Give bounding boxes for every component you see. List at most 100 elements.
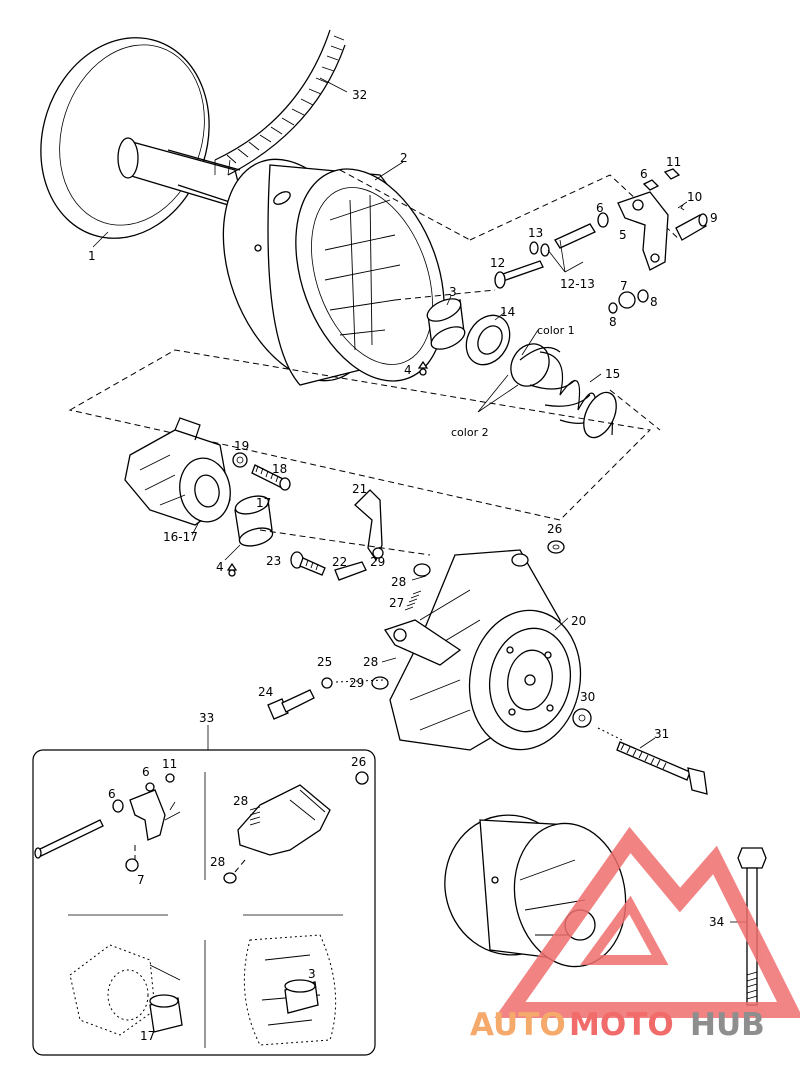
callout-27: 27: [389, 596, 404, 610]
inset-callout-6-top: 6: [142, 765, 150, 779]
callout-6-upper: 6: [596, 201, 604, 215]
part-1-fixed-sheave: [40, 37, 260, 239]
inset-callout-28-upper: 28: [233, 794, 248, 808]
bolt-24-axis: [335, 679, 385, 683]
callout-23: 23: [266, 554, 281, 568]
part-19-washer: [232, 452, 248, 468]
inset-sheave-bushing: [243, 934, 337, 1046]
callout-31: 31: [654, 727, 669, 741]
part-25-washer: [321, 677, 333, 689]
part-23-bolt: [290, 551, 326, 576]
callout-13: 13: [528, 226, 543, 240]
part-13-washer: [529, 241, 550, 257]
dashed-frame-middle: [68, 349, 652, 521]
callout-7: 7: [620, 279, 628, 293]
part-30-washer: [572, 708, 592, 728]
part-22-pin: [334, 561, 367, 581]
part-26-washer: [547, 540, 565, 554]
part-17-bushing: [234, 495, 274, 547]
inset-callout-11: 11: [162, 757, 177, 771]
part-20-slider-arm: [383, 619, 462, 666]
leader-lines-middle: [191, 519, 656, 749]
part-16-spider: [124, 417, 231, 526]
callout-3: 3: [449, 285, 457, 299]
inset-callout-28-lower: 28: [210, 855, 225, 869]
inset-callout-26: 26: [351, 755, 366, 769]
part-2-movable-sheave: [222, 158, 496, 386]
part-12-bolt: [494, 260, 544, 289]
part-27-spring: [404, 590, 422, 611]
callout-28-upper: 28: [391, 575, 406, 589]
callout-26: 26: [547, 522, 562, 536]
inset-bracket: [223, 771, 369, 884]
callout-15: 15: [605, 367, 620, 381]
watermark-text: AUTO MOTO HUB: [470, 1007, 765, 1043]
part-5-roller-arm: [617, 191, 669, 271]
callout-color-2: color 2: [451, 426, 489, 439]
inset-arm-assembly: [34, 773, 181, 872]
inset-callout-3: 3: [308, 967, 316, 981]
callout-12-13: 12-13: [560, 277, 595, 291]
part-14-seal-ring: [465, 314, 511, 366]
part-32-drive-belt: [214, 29, 346, 176]
callout-25: 25: [317, 655, 332, 669]
callout-22: 22: [332, 555, 347, 569]
inset-spider-assembly: [69, 944, 183, 1036]
watermark-auto: AUTO: [470, 1007, 566, 1043]
callout-2: 2: [400, 151, 408, 165]
callout-32: 32: [352, 88, 367, 102]
callout-10: 10: [687, 190, 702, 204]
callout-4-lower: 4: [216, 560, 224, 574]
callout-6-top: 6: [640, 167, 648, 181]
part-15-spring: [510, 343, 617, 439]
part-3-bushing: [426, 298, 466, 350]
callout-30: 30: [580, 690, 595, 704]
callout-14: 14: [500, 305, 515, 319]
callout-20: 20: [571, 614, 586, 628]
callout-5: 5: [619, 228, 627, 242]
watermark-moto: MOTO: [569, 1007, 674, 1043]
dashed-link-17: [259, 529, 431, 556]
callout-11: 11: [666, 155, 681, 169]
part-10-circlip: [680, 204, 685, 211]
callout-labels: 1 32 2 3 4 14 15 color 1 color 2 12 13 1…: [88, 88, 724, 929]
callout-color-1: color 1: [537, 324, 575, 337]
callout-34: 34: [709, 915, 724, 929]
part-20-sheave-housing: [389, 549, 582, 751]
inset-labels: 6 6 11 7 26 28 28 17 3: [108, 755, 366, 1043]
part-9-roller-pin: [675, 213, 708, 241]
callout-12: 12: [490, 256, 505, 270]
callout-24: 24: [258, 685, 273, 699]
callout-29-lower: 29: [349, 676, 364, 690]
watermark-logo: [494, 826, 800, 1018]
part-31-bolt: [616, 741, 708, 795]
callout-29-upper: 29: [370, 555, 385, 569]
watermark-hub: HUB: [690, 1007, 765, 1043]
callout-18: 18: [272, 462, 287, 476]
part-6-washer: [597, 212, 609, 228]
callout-28-lower: 28: [363, 655, 378, 669]
callout-19: 19: [234, 439, 249, 453]
part-4-grease-nipple: [417, 360, 429, 376]
inset-panel-33: [32, 725, 376, 1056]
callout-8-right: 8: [650, 295, 658, 309]
callout-17: 17: [256, 496, 271, 510]
dashed-frame-top: [469, 174, 681, 241]
callout-21: 21: [352, 482, 367, 496]
part-6-11-nut: [642, 168, 681, 191]
callout-9: 9: [710, 211, 718, 225]
part-24-bolt: [267, 689, 315, 720]
leader-lines-upper: [92, 77, 688, 413]
part-18-screw: [251, 464, 291, 491]
dashed-frame-right: [609, 389, 661, 431]
part-12-13-pin: [554, 223, 596, 249]
bolt-31-axis: [597, 727, 623, 741]
callout-33: 33: [199, 711, 214, 725]
inset-callout-17: 17: [140, 1029, 155, 1043]
inset-callout-7: 7: [137, 873, 145, 887]
assembled-pulley: [444, 814, 627, 968]
callout-4-upper: 4: [404, 363, 412, 377]
part-4-grease-nipple-b: [226, 562, 238, 577]
part-7-8-roller: [608, 289, 649, 314]
